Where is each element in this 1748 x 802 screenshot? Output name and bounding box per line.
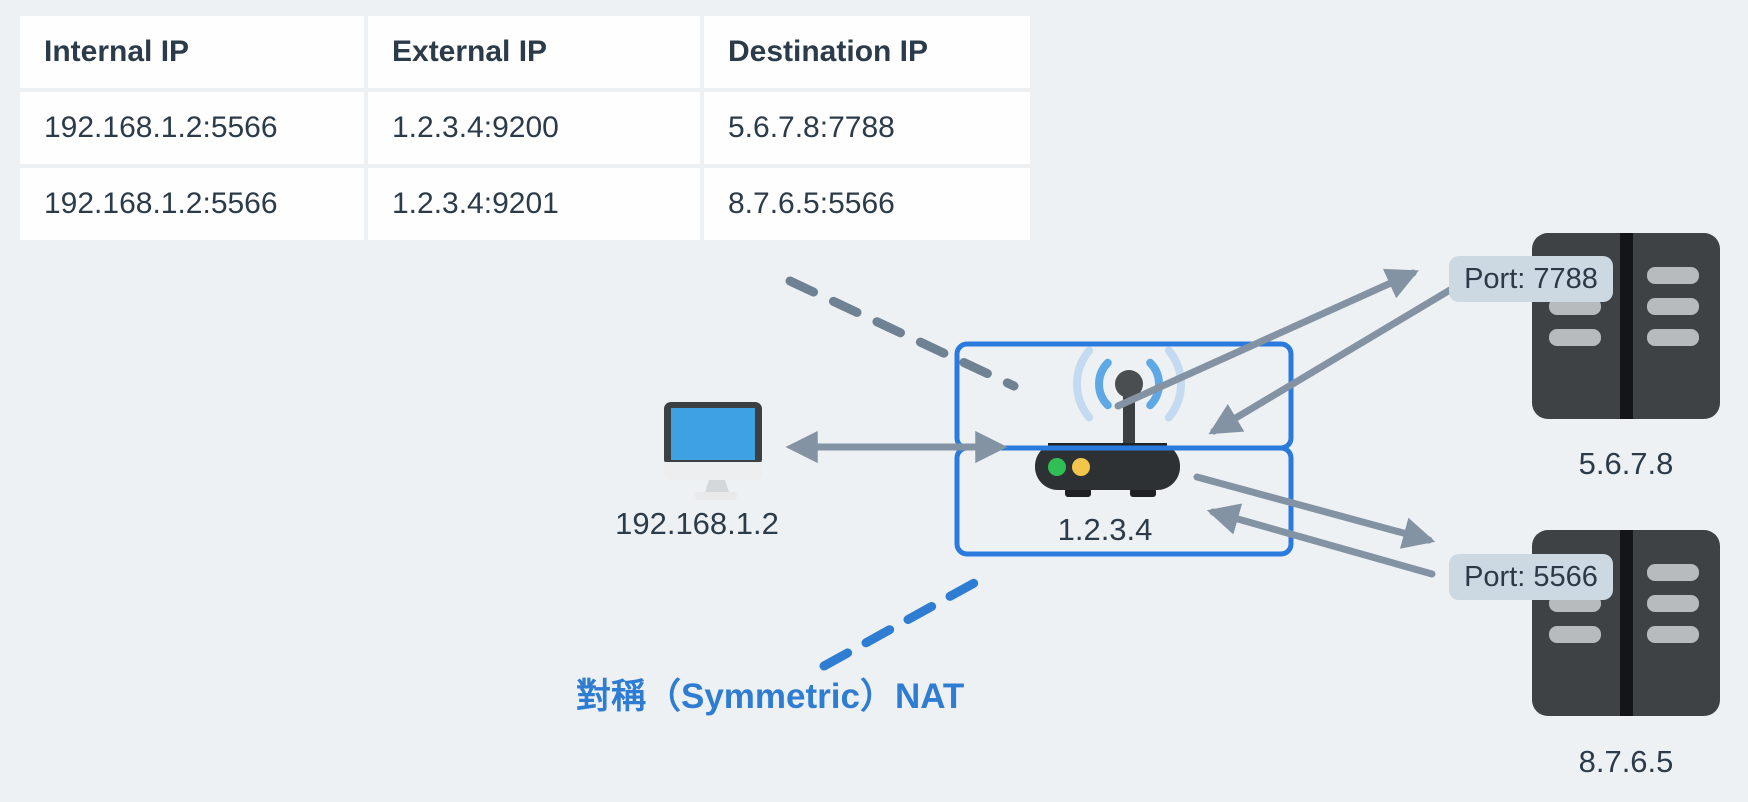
cell-internal-ip-2: 192.168.1.2:5566	[20, 168, 364, 240]
router-body-lid	[1048, 443, 1167, 450]
table-header-row: Internal IP External IP Destination IP	[20, 16, 1030, 88]
server2-ip-label: 8.7.6.5	[1578, 744, 1674, 779]
router-led-green	[1048, 458, 1066, 476]
server-slot	[1647, 564, 1699, 581]
cell-destination-ip-1: 5.6.7.8:7788	[704, 92, 1030, 164]
symmetric-nat-caption: 對稱（Symmetric）NAT	[576, 677, 965, 716]
table-callout-dashed-line	[785, 276, 1019, 391]
server-slot	[1549, 298, 1601, 315]
server-slot	[1647, 298, 1699, 315]
port-badge-7788: Port: 7788	[1449, 256, 1613, 302]
header-destination-ip: Destination IP	[704, 16, 1030, 88]
server-slot	[1549, 626, 1601, 643]
monitor-screen	[671, 408, 755, 460]
router-to-server2-arrow	[1193, 473, 1436, 549]
server-divider	[1620, 530, 1633, 716]
server2-to-router-arrow	[1206, 503, 1436, 578]
desktop-monitor-icon	[664, 402, 762, 500]
router-antenna-ball	[1115, 370, 1143, 398]
router-ip-label: 1.2.3.4	[1057, 512, 1153, 547]
nat-mapping-table: Internal IP External IP Destination IP 1…	[16, 12, 1034, 244]
server-slot	[1549, 329, 1601, 346]
server-slot	[1647, 626, 1699, 643]
cell-destination-ip-2: 8.7.6.5:5566	[704, 168, 1030, 240]
server1-ip-label: 5.6.7.8	[1578, 446, 1674, 481]
table-row: 192.168.1.2:5566 1.2.3.4:9201 8.7.6.5:55…	[20, 168, 1030, 240]
cell-internal-ip-1: 192.168.1.2:5566	[20, 92, 364, 164]
monitor-base	[695, 492, 737, 500]
header-internal-ip: Internal IP	[20, 16, 364, 88]
monitor-chin	[664, 462, 762, 480]
header-external-ip: External IP	[368, 16, 700, 88]
caption-callout-dashed-line	[819, 572, 990, 671]
monitor-neck	[705, 480, 729, 492]
server1-to-router-arrow	[1208, 286, 1454, 435]
router-led-yellow	[1072, 458, 1090, 476]
wifi-router-icon	[1035, 346, 1185, 497]
server-divider	[1620, 233, 1633, 419]
port-badge-5566: Port: 5566	[1449, 554, 1613, 600]
cell-external-ip-2: 1.2.3.4:9201	[368, 168, 700, 240]
client-ip-label: 192.168.1.2	[615, 506, 779, 541]
server-slot	[1647, 329, 1699, 346]
table-row: 192.168.1.2:5566 1.2.3.4:9200 5.6.7.8:77…	[20, 92, 1030, 164]
server-slot	[1647, 595, 1699, 612]
cell-external-ip-1: 1.2.3.4:9200	[368, 92, 700, 164]
server-slot	[1647, 267, 1699, 284]
